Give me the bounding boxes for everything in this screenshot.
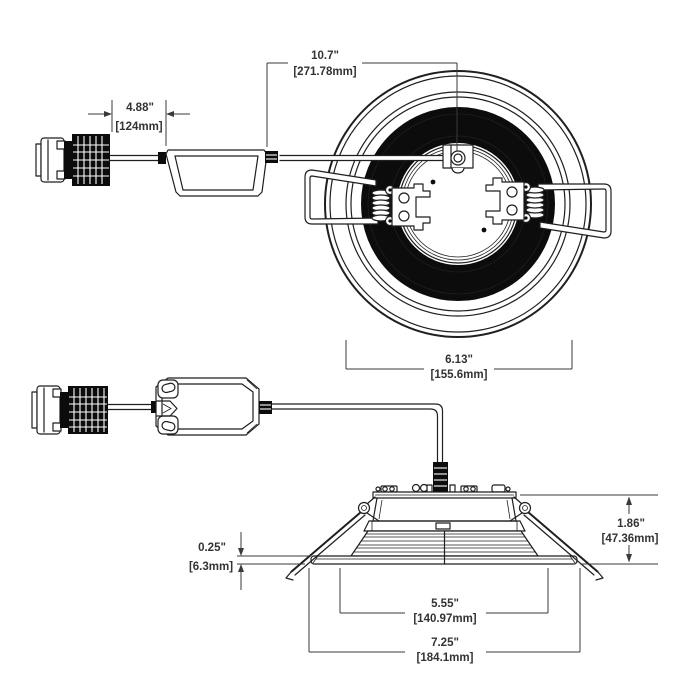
dim-cable-span-inches: 10.7" [311,50,339,62]
mount-ear-top [157,379,179,399]
bottom-view-plug [31,385,159,435]
center-connector-box [442,144,474,174]
fixture-lead-wire [271,403,448,492]
top-view-plug [35,134,166,186]
plate-hole-1 [430,179,436,185]
mount-ear-bottom [157,415,179,435]
clip-plate-left [391,183,431,231]
dim-baffle-diameter-mm: [140.97mm] [413,613,476,625]
cable-grommet [450,150,466,166]
dim-recess-height-mm: [47.36mm] [602,533,659,545]
mounting-clip-left [371,183,431,231]
mounting-clip-right [485,177,545,225]
spring-bail-left [304,169,379,225]
ledge [363,520,526,532]
dim-plug-section: 4.88" [124mm] [88,100,190,146]
dim-trim-diameter-inches: 7.25" [431,637,459,649]
bottom-view-driver [155,377,272,436]
dim-recess-height-inches: 1.86" [617,518,645,530]
dim-flange-thickness-mm: [6.3mm] [189,561,233,573]
can-body [372,497,517,522]
trim-flange [310,555,578,565]
dim-trim-diameter-mm: [184.1mm] [417,652,474,664]
spring-clip-side-left [285,496,380,581]
torsion-coil-right [525,186,545,219]
dim-housing-diameter-inches: 6.13" [445,354,473,366]
dim-cable-span-mm: [271.78mm] [293,66,356,78]
dim-flange-thickness-inches: 0.25" [198,542,226,554]
dim-cable-span: 10.7" [271.78mm] [266,50,458,151]
dim-housing-diameter-mm: [155.6mm] [431,369,488,381]
baffle-side [350,530,539,557]
dim-recess-height: 1.86" [47.36mm] [520,494,659,565]
dim-flange-thickness: 0.25" [6.3mm] [189,532,311,590]
clip-plate-right [485,177,525,225]
top-view-driver [165,149,278,197]
dim-plug-section-inches: 4.88" [126,102,154,114]
spring-clip-side-right [509,496,604,581]
top-plate-hardware [375,483,511,493]
torsion-coil-left [371,189,391,222]
spring-bail-right [537,183,612,239]
dim-housing-diameter: 6.13" [155.6mm] [345,340,573,381]
keyhole-notch [156,400,178,417]
side-view-fixture [285,483,604,581]
dim-baffle-diameter-inches: 5.55" [431,598,459,610]
top-view-fixture [279,70,612,338]
dim-trim-diameter: 7.25" [184.1mm] [308,568,581,664]
dim-baffle-diameter: 5.55" [140.97mm] [339,568,549,625]
plate-hole-2 [481,227,487,233]
dim-plug-section-mm: [124mm] [115,121,162,133]
wire-top-view [279,154,452,162]
strain-relief [433,462,448,492]
